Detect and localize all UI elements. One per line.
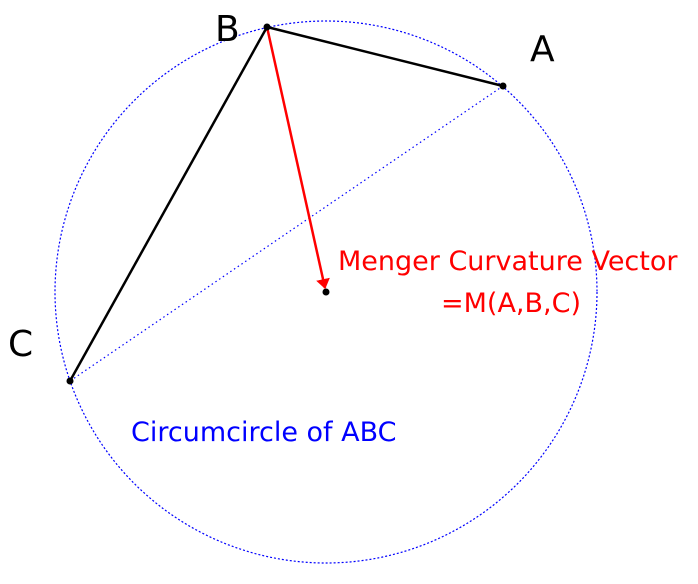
menger-label-line2: =M(A,B,C)	[441, 288, 581, 319]
point-a	[499, 82, 507, 90]
circumcircle	[54, 20, 598, 564]
circumcircle-label: Circumcircle of ABC	[131, 417, 397, 448]
label-b: B	[215, 9, 240, 50]
point-b	[263, 23, 271, 31]
menger-label-line1: Menger Curvature Vector	[338, 246, 678, 277]
label-a: A	[530, 29, 555, 70]
circumcenter-point	[322, 288, 330, 296]
segment-bc	[68, 26, 269, 382]
segment-ba	[266, 25, 504, 88]
segment-ac	[69, 85, 504, 382]
point-c	[66, 377, 74, 385]
label-c: C	[8, 324, 33, 365]
menger-vector-arrow	[265, 26, 330, 289]
